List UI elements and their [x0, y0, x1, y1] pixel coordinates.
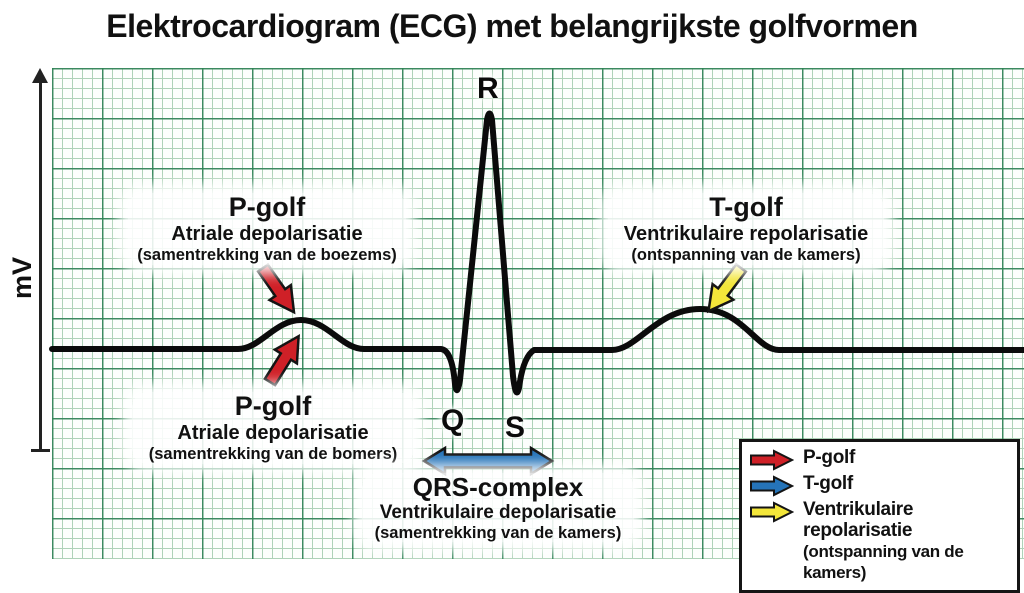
legend-item-p-golf: P-golf: [750, 447, 1009, 471]
qrs-subdescription: (samentrekking van de kamers): [374, 523, 622, 542]
qrs-description: Ventrikulaire depolarisatie: [379, 502, 617, 524]
legend-label: P-golf: [803, 447, 856, 468]
y-axis-label: mV: [6, 256, 37, 300]
legend-box: P-golf T-golf Ventrikulaire repolarisati…: [739, 439, 1020, 593]
y-axis-line: [39, 80, 42, 450]
y-axis-arrow-icon: [32, 68, 48, 83]
qrs-heading: QRS-complex: [412, 472, 584, 502]
p-wave-label-top: P-golf Atriale depolarisatie (samentrekk…: [128, 192, 406, 265]
legend-label-line1: Ventrikulaire repolarisatie: [803, 499, 914, 541]
page-title: Elektrocardiogram (ECG) met belangrijkst…: [106, 8, 918, 44]
q-point-label: Q: [441, 404, 465, 437]
p-wave-subdescription: (samentrekking van de bomers): [148, 444, 398, 463]
y-axis-bottom-tick: [31, 449, 50, 452]
yellow-arrow-icon: [750, 501, 794, 523]
p-wave-description: Atriale depolarisatie: [171, 223, 363, 246]
red-arrow-icon: [750, 449, 794, 471]
ecg-diagram: Elektrocardiogram (ECG) met belangrijkst…: [6, 8, 1024, 593]
t-wave-heading: T-golf: [709, 192, 783, 222]
p-wave-label-bottom: P-golf Atriale depolarisatie (samentrekk…: [132, 391, 414, 464]
legend-item-ventrikulaire-repolarisatie: Ventrikulaire repolarisatie (ontspanning…: [750, 499, 1009, 584]
t-wave-label: T-golf Ventrikulaire repolarisatie (onts…: [608, 192, 884, 265]
t-wave-description: Ventrikulaire repolarisatie: [623, 223, 869, 246]
legend-label-line2: (ontspanning van de kamers): [803, 541, 964, 582]
p-wave-description: Atriale depolarisatie: [177, 422, 369, 445]
t-wave-subdescription: (ontspanning van de kamers): [631, 245, 861, 264]
legend-label: T-golf: [803, 473, 853, 494]
p-wave-heading: P-golf: [234, 391, 312, 421]
r-point-label: R: [477, 72, 499, 105]
qrs-complex-label: QRS-complex Ventrikulaire depolarisatie …: [362, 472, 634, 543]
legend-item-t-golf: T-golf: [750, 473, 1009, 497]
p-wave-heading: P-golf: [228, 192, 306, 222]
s-point-label: S: [505, 411, 526, 444]
legend-label: Ventrikulaire repolarisatie (ontspanning…: [803, 499, 1009, 584]
p-wave-subdescription: (samentrekking van de boezems): [137, 245, 397, 264]
blue-arrow-icon: [750, 475, 794, 497]
